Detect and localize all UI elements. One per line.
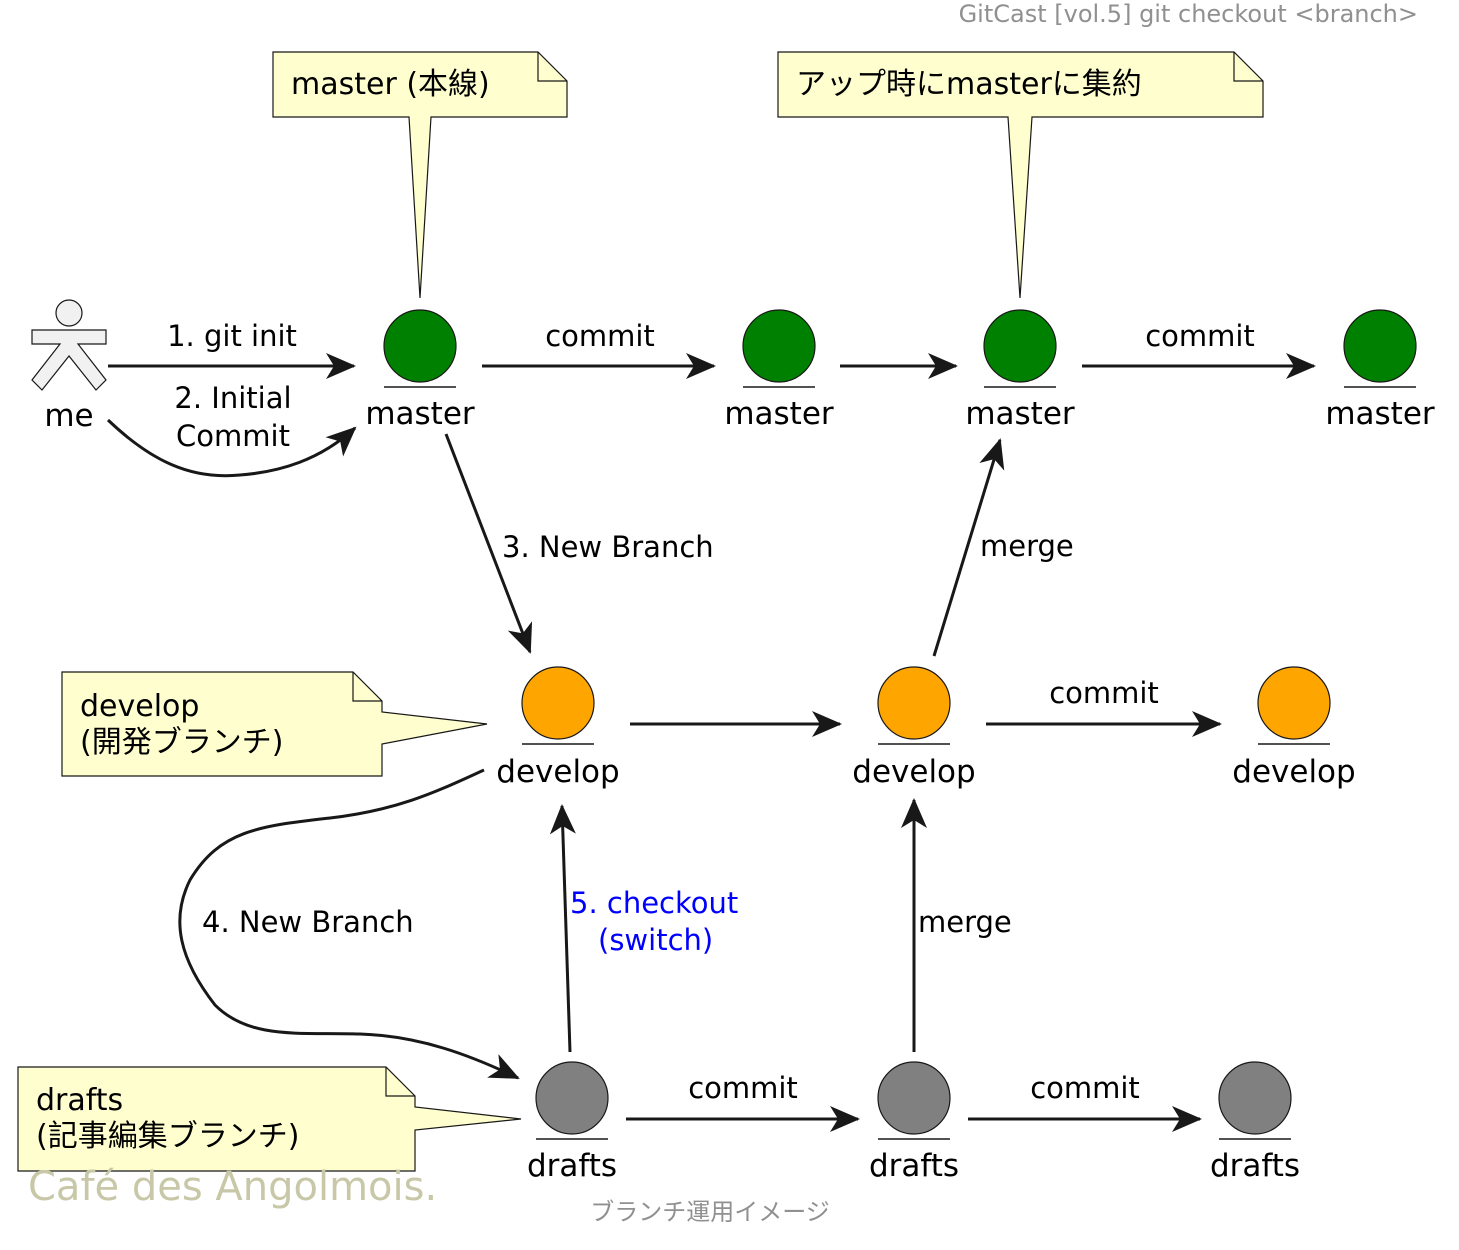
node-drafts-1[interactable]: drafts <box>527 1061 617 1184</box>
edge-initial-commit <box>106 418 357 478</box>
edge-label-drafts-commit-2: commit <box>1030 1071 1140 1105</box>
node-develop-3[interactable]: develop <box>1232 666 1356 790</box>
node-develop-1[interactable]: develop <box>496 666 620 790</box>
edge-label-merge-to-develop: merge <box>918 905 1012 939</box>
note-merge-master: アップ時にmasterに集約 <box>777 51 1264 299</box>
node-label: develop <box>1232 754 1355 790</box>
note-master: master (本線) <box>272 51 568 299</box>
watermark: Café des Angolmois. <box>28 1164 437 1210</box>
node-master-2[interactable]: master <box>724 309 834 432</box>
node-develop-2[interactable]: develop <box>852 666 976 790</box>
edge-checkout-switch <box>549 804 576 1053</box>
edge-new-branch-drafts <box>178 768 520 1080</box>
edge-label-switch: (switch) <box>598 923 713 957</box>
commit-node-icon <box>1257 666 1331 740</box>
note-drafts-line1: drafts <box>36 1083 123 1118</box>
note-drafts: drafts (記事編集ブランチ) <box>17 1066 522 1172</box>
node-label: drafts <box>869 1148 959 1184</box>
edge-label-merge-to-master: merge <box>980 529 1074 563</box>
node-label: master <box>365 396 475 432</box>
node-master-1[interactable]: master <box>365 309 475 432</box>
edge-label-develop-commit: commit <box>1049 676 1159 710</box>
commit-node-icon <box>383 309 457 383</box>
commit-node-icon <box>1343 309 1417 383</box>
note-develop-line2: (開発ブランチ) <box>80 725 283 760</box>
edge-merge-to-master <box>932 438 1005 657</box>
commit-node-icon <box>983 309 1057 383</box>
node-label: master <box>724 396 834 432</box>
edge-label-git-init: 1. git init <box>167 319 297 353</box>
node-master-3[interactable]: master <box>965 309 1075 432</box>
commit-node-icon <box>521 666 595 740</box>
node-label: drafts <box>527 1148 617 1184</box>
edge-label-master-commit-1: commit <box>545 319 655 353</box>
commit-node-icon <box>877 666 951 740</box>
edge-label-new-branch-develop: 3. New Branch <box>502 530 714 564</box>
node-drafts-2[interactable]: drafts <box>869 1061 959 1184</box>
commit-node-icon <box>535 1061 609 1135</box>
edges: 1. git init 2. Initial Commit commit com… <box>106 319 1316 1132</box>
node-drafts-3[interactable]: drafts <box>1210 1061 1300 1184</box>
edge-label-checkout: 5. checkout <box>570 886 738 920</box>
commit-node-icon <box>877 1061 951 1135</box>
actor-stick-figure-icon <box>31 299 107 391</box>
actor-me[interactable]: me <box>31 299 107 434</box>
edge-label-drafts-commit-1: commit <box>688 1071 798 1105</box>
note-merge-master-text: アップ時にmasterに集約 <box>796 67 1142 102</box>
node-master-4[interactable]: master <box>1325 309 1435 432</box>
commit-node-icon <box>1218 1061 1292 1135</box>
note-master-text: master (本線) <box>291 67 490 102</box>
header-title: GitCast [vol.5] git checkout <branch> <box>959 0 1418 28</box>
node-label: drafts <box>1210 1148 1300 1184</box>
node-label: master <box>965 396 1075 432</box>
node-label: develop <box>852 754 975 790</box>
actor-label: me <box>44 398 93 434</box>
edge-new-branch-develop <box>444 433 533 654</box>
diagram-caption: ブランチ運用イメージ <box>590 1198 830 1226</box>
note-develop-line1: develop <box>80 689 199 724</box>
edge-label-initial-commit-1: 2. Initial <box>174 381 291 415</box>
note-develop: develop (開発ブランチ) <box>61 671 488 777</box>
node-label: master <box>1325 396 1435 432</box>
node-label: develop <box>496 754 619 790</box>
note-drafts-line2: (記事編集ブランチ) <box>36 1119 299 1154</box>
edge-label-master-commit-2: commit <box>1145 319 1255 353</box>
commit-node-icon <box>742 309 816 383</box>
edge-label-initial-commit-2: Commit <box>176 419 290 453</box>
edge-label-new-branch-drafts: 4. New Branch <box>202 905 414 939</box>
